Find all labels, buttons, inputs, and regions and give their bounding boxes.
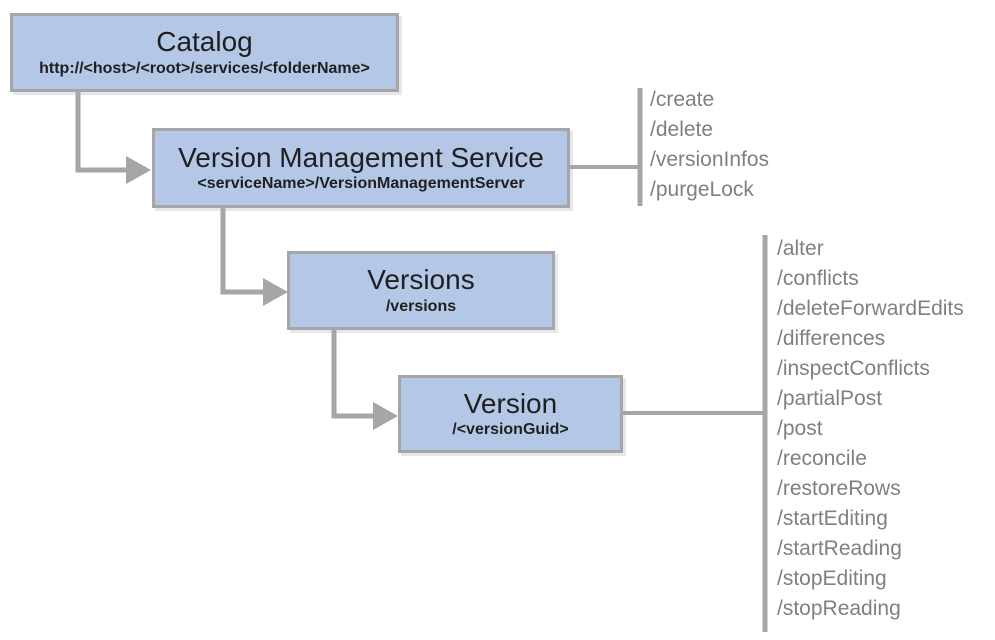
node-version-management-service: Version Management Service <serviceName>… (152, 128, 570, 208)
operation-label: /stopEditing (777, 567, 887, 590)
node-url-pattern: /versions (385, 297, 457, 315)
operation-label: /conflicts (777, 267, 859, 290)
operation-label: /deleteForwardEdits (777, 297, 964, 320)
node-title: Catalog (156, 26, 253, 58)
operation-label: /startEditing (777, 507, 888, 530)
connector-versions-to-version (331, 329, 375, 419)
operation-label: /inspectConflicts (777, 357, 930, 380)
operation-label: /partialPost (777, 387, 883, 410)
operation-label: /versionInfos (650, 148, 770, 171)
connector-catalog-to-vms (75, 91, 128, 173)
operation-label: /create (650, 88, 715, 111)
operation-label: /stopReading (777, 597, 901, 620)
operation-label: /differences (777, 327, 886, 350)
version-operations-list: /alter /conflicts /deleteForwardEdits /d… (777, 234, 964, 624)
connector-vms-to-versions (220, 207, 265, 295)
node-title: Versions (367, 264, 475, 296)
arrowhead-icon (373, 402, 398, 430)
node-url-pattern: <serviceName>/VersionManagementServer (197, 175, 525, 193)
operation-label: /reconcile (777, 447, 867, 470)
operation-label: /startReading (777, 537, 902, 560)
node-versions: Versions /versions (287, 251, 555, 330)
node-version: Version /<versionGuid> (398, 375, 623, 453)
arrowhead-icon (126, 156, 151, 184)
node-url-pattern: http://<host>/<root>/services/<folderNam… (39, 59, 370, 77)
operation-label: /post (777, 417, 823, 440)
vms-operations-list: /create /delete /versionInfos /purgeLock (650, 85, 769, 205)
node-catalog: Catalog http://<host>/<root>/services/<f… (10, 13, 399, 92)
operation-label: /purgeLock (650, 178, 754, 201)
operation-label: /delete (650, 118, 714, 141)
arrowhead-icon (263, 278, 288, 306)
node-title: Version Management Service (178, 141, 544, 173)
node-url-pattern: /<versionGuid> (452, 421, 569, 439)
node-title: Version (463, 387, 558, 419)
operation-label: /restoreRows (777, 477, 901, 500)
operation-label: /alter (777, 237, 824, 260)
